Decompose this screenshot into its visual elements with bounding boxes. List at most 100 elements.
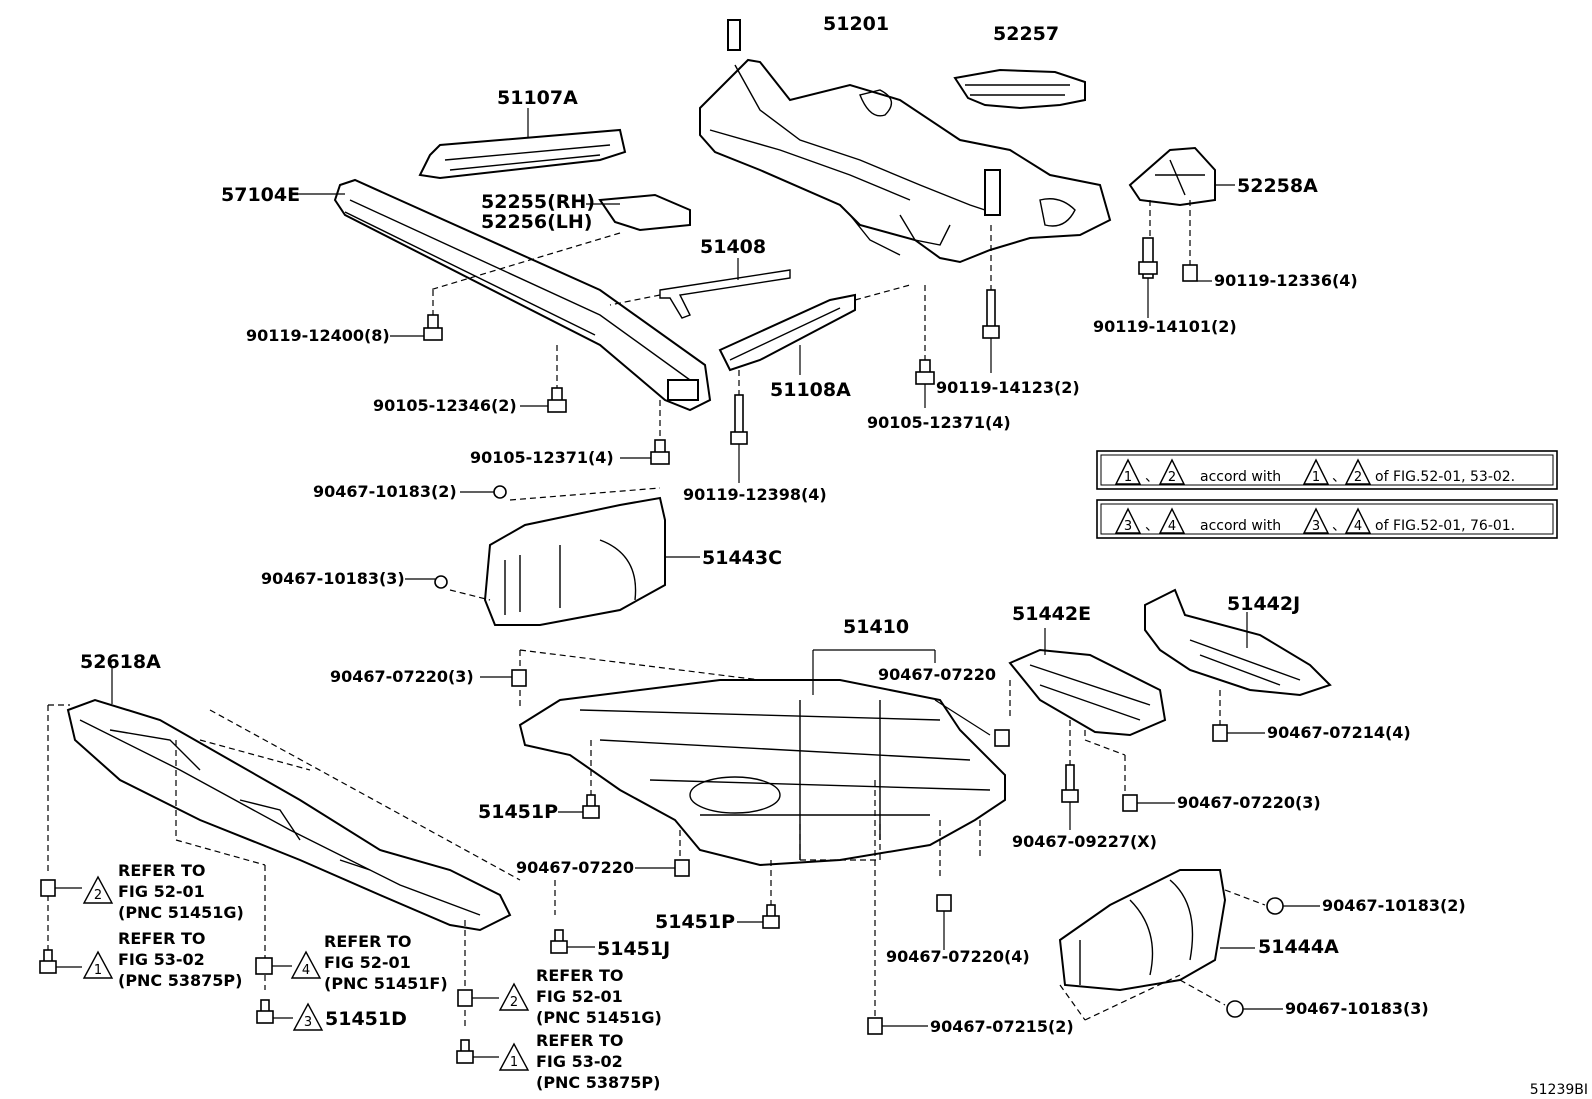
nut-icon xyxy=(635,859,690,877)
label-90467-07220-3-left: 90467-07220(3) xyxy=(330,667,474,686)
label-51442E: 51442E xyxy=(1012,603,1091,625)
bolt-icon xyxy=(1182,264,1212,282)
svg-text:(PNC 51451G): (PNC 51451G) xyxy=(536,1008,662,1027)
warning-triangle-icon xyxy=(498,982,530,1011)
svg-text:(PNC 53875P): (PNC 53875P) xyxy=(118,971,242,990)
svg-text:REFER TO: REFER TO xyxy=(536,966,624,985)
svg-text:FIG 53-02: FIG 53-02 xyxy=(536,1052,623,1071)
brace-51108A xyxy=(718,284,911,375)
nut-icon xyxy=(40,879,82,897)
label-51107A: 51107A xyxy=(497,87,578,109)
label-51443C: 51443C xyxy=(702,547,782,569)
label-90119-14101: 90119-14101(2) xyxy=(1093,317,1237,336)
label-90467-09227: 90467-09227(X) xyxy=(1012,832,1157,851)
label-90467-10183-2-bot: 90467-10183(2) xyxy=(1322,896,1466,915)
svg-text:1: 1 xyxy=(1312,470,1320,485)
clip-icon xyxy=(405,575,448,589)
fasteners-top xyxy=(390,225,1212,483)
label-90119-12400: 90119-12400(8) xyxy=(246,326,390,345)
label-90467-10183-3-top: 90467-10183(3) xyxy=(261,569,405,588)
svg-text:of FIG.52-01, 53-02.: of FIG.52-01, 53-02. xyxy=(1375,469,1515,485)
svg-text:2: 2 xyxy=(94,888,102,903)
warning-triangle-icon xyxy=(290,950,322,979)
label-90467-07214: 90467-07214(4) xyxy=(1267,723,1411,742)
warning-triangle-icon xyxy=(1302,458,1330,485)
nut-icon xyxy=(457,989,499,1007)
warning-triangle-icon xyxy=(1158,507,1186,534)
nut-icon xyxy=(994,729,1010,747)
warning-triangle-icon xyxy=(1302,507,1330,534)
label-52257: 52257 xyxy=(993,23,1059,45)
warning-triangle-icon xyxy=(82,950,114,979)
cover-51444A xyxy=(1058,869,1320,1021)
svg-text:、: 、 xyxy=(1332,469,1346,485)
bolt-icon xyxy=(982,225,1000,373)
label-51108A: 51108A xyxy=(770,379,851,401)
warning-triangle-icon xyxy=(1344,458,1372,485)
label-51451J: 51451J xyxy=(597,938,670,960)
svg-text:2: 2 xyxy=(1354,470,1362,485)
bolt-icon xyxy=(520,345,567,413)
clip-icon xyxy=(255,957,292,975)
label-52255: 52255(RH) xyxy=(481,191,595,213)
svg-text:3: 3 xyxy=(1124,519,1132,534)
svg-text:(PNC 51451F): (PNC 51451F) xyxy=(324,974,448,993)
ref-callout-3: 4 REFER TO FIG 52-01 (PNC 51451F) xyxy=(290,932,448,993)
svg-text:3: 3 xyxy=(304,1015,312,1030)
svg-text:FIG 52-01: FIG 52-01 xyxy=(324,953,411,972)
label-51201: 51201 xyxy=(823,13,889,35)
legend-row-2: 3 、 4 accord with 3 、 4 of FIG.52-01, 76… xyxy=(1114,507,1515,534)
svg-text:4: 4 xyxy=(302,963,310,978)
svg-text:2: 2 xyxy=(1168,470,1176,485)
svg-text:FIG 52-01: FIG 52-01 xyxy=(536,987,623,1006)
bolt-icon xyxy=(256,999,293,1024)
svg-text:FIG 52-01: FIG 52-01 xyxy=(118,882,205,901)
label-90119-12336: 90119-12336(4) xyxy=(1214,271,1358,290)
label-90119-14123: 90119-14123(2) xyxy=(936,378,1080,397)
ref-callout-1: 2 REFER TO FIG 52-01 (PNC 51451G) xyxy=(82,861,244,922)
part-labels: 51201 52257 51107A 57104E 52255(RH) 5225… xyxy=(80,13,1588,1098)
bolt-icon xyxy=(1138,237,1158,318)
legend-row-1: 1 、 2 accord with 1 、 2 of FIG.52-01, 53… xyxy=(1114,458,1515,485)
svg-text:4: 4 xyxy=(1354,519,1362,534)
warning-triangle-icon xyxy=(498,1042,530,1071)
nut-icon xyxy=(1212,724,1265,742)
svg-text:(PNC 51451G): (PNC 51451G) xyxy=(118,903,244,922)
svg-text:FIG 53-02: FIG 53-02 xyxy=(118,950,205,969)
warning-triangle-icon xyxy=(1344,507,1372,534)
label-90105-12371-left: 90105-12371(4) xyxy=(470,448,614,467)
ref-callout-4: 2 REFER TO FIG 52-01 (PNC 51451G) xyxy=(498,966,662,1027)
bracket-52258A xyxy=(1128,146,1235,265)
label-52618A: 52618A xyxy=(80,651,161,673)
bolt-icon xyxy=(737,860,780,929)
label-51410: 51410 xyxy=(843,616,909,638)
svg-text:(PNC 53875P): (PNC 53875P) xyxy=(536,1073,660,1092)
svg-text:2: 2 xyxy=(510,995,518,1010)
label-51408: 51408 xyxy=(700,236,766,258)
svg-text:、: 、 xyxy=(1145,469,1159,485)
svg-text:accord with: accord with xyxy=(1200,469,1281,485)
svg-text:REFER TO: REFER TO xyxy=(536,1031,624,1050)
svg-text:、: 、 xyxy=(1145,518,1159,534)
svg-text:3: 3 xyxy=(1312,519,1320,534)
svg-text:accord with: accord with xyxy=(1200,518,1281,534)
bracket-52255-52256 xyxy=(429,193,691,291)
svg-text:、: 、 xyxy=(1332,518,1346,534)
nut-icon xyxy=(480,669,527,687)
label-90467-07220-mid: 90467-07220 xyxy=(878,665,996,684)
bolt-icon xyxy=(620,400,670,465)
fasteners-lower xyxy=(39,669,1265,1064)
clip-icon xyxy=(460,485,507,499)
warning-triangle-icon xyxy=(1114,458,1142,485)
label-90119-12398: 90119-12398(4) xyxy=(683,485,827,504)
svg-text:4: 4 xyxy=(1168,519,1176,534)
bolt-icon xyxy=(1061,720,1079,830)
bolt-icon xyxy=(558,740,600,819)
nut-icon xyxy=(936,894,952,950)
cover-51442E xyxy=(1008,628,1167,800)
ref-callout-6: 3 xyxy=(292,1002,324,1031)
cover-51442J xyxy=(1144,588,1332,725)
crossmember-57104E xyxy=(293,178,712,412)
bolt-icon xyxy=(730,370,748,483)
